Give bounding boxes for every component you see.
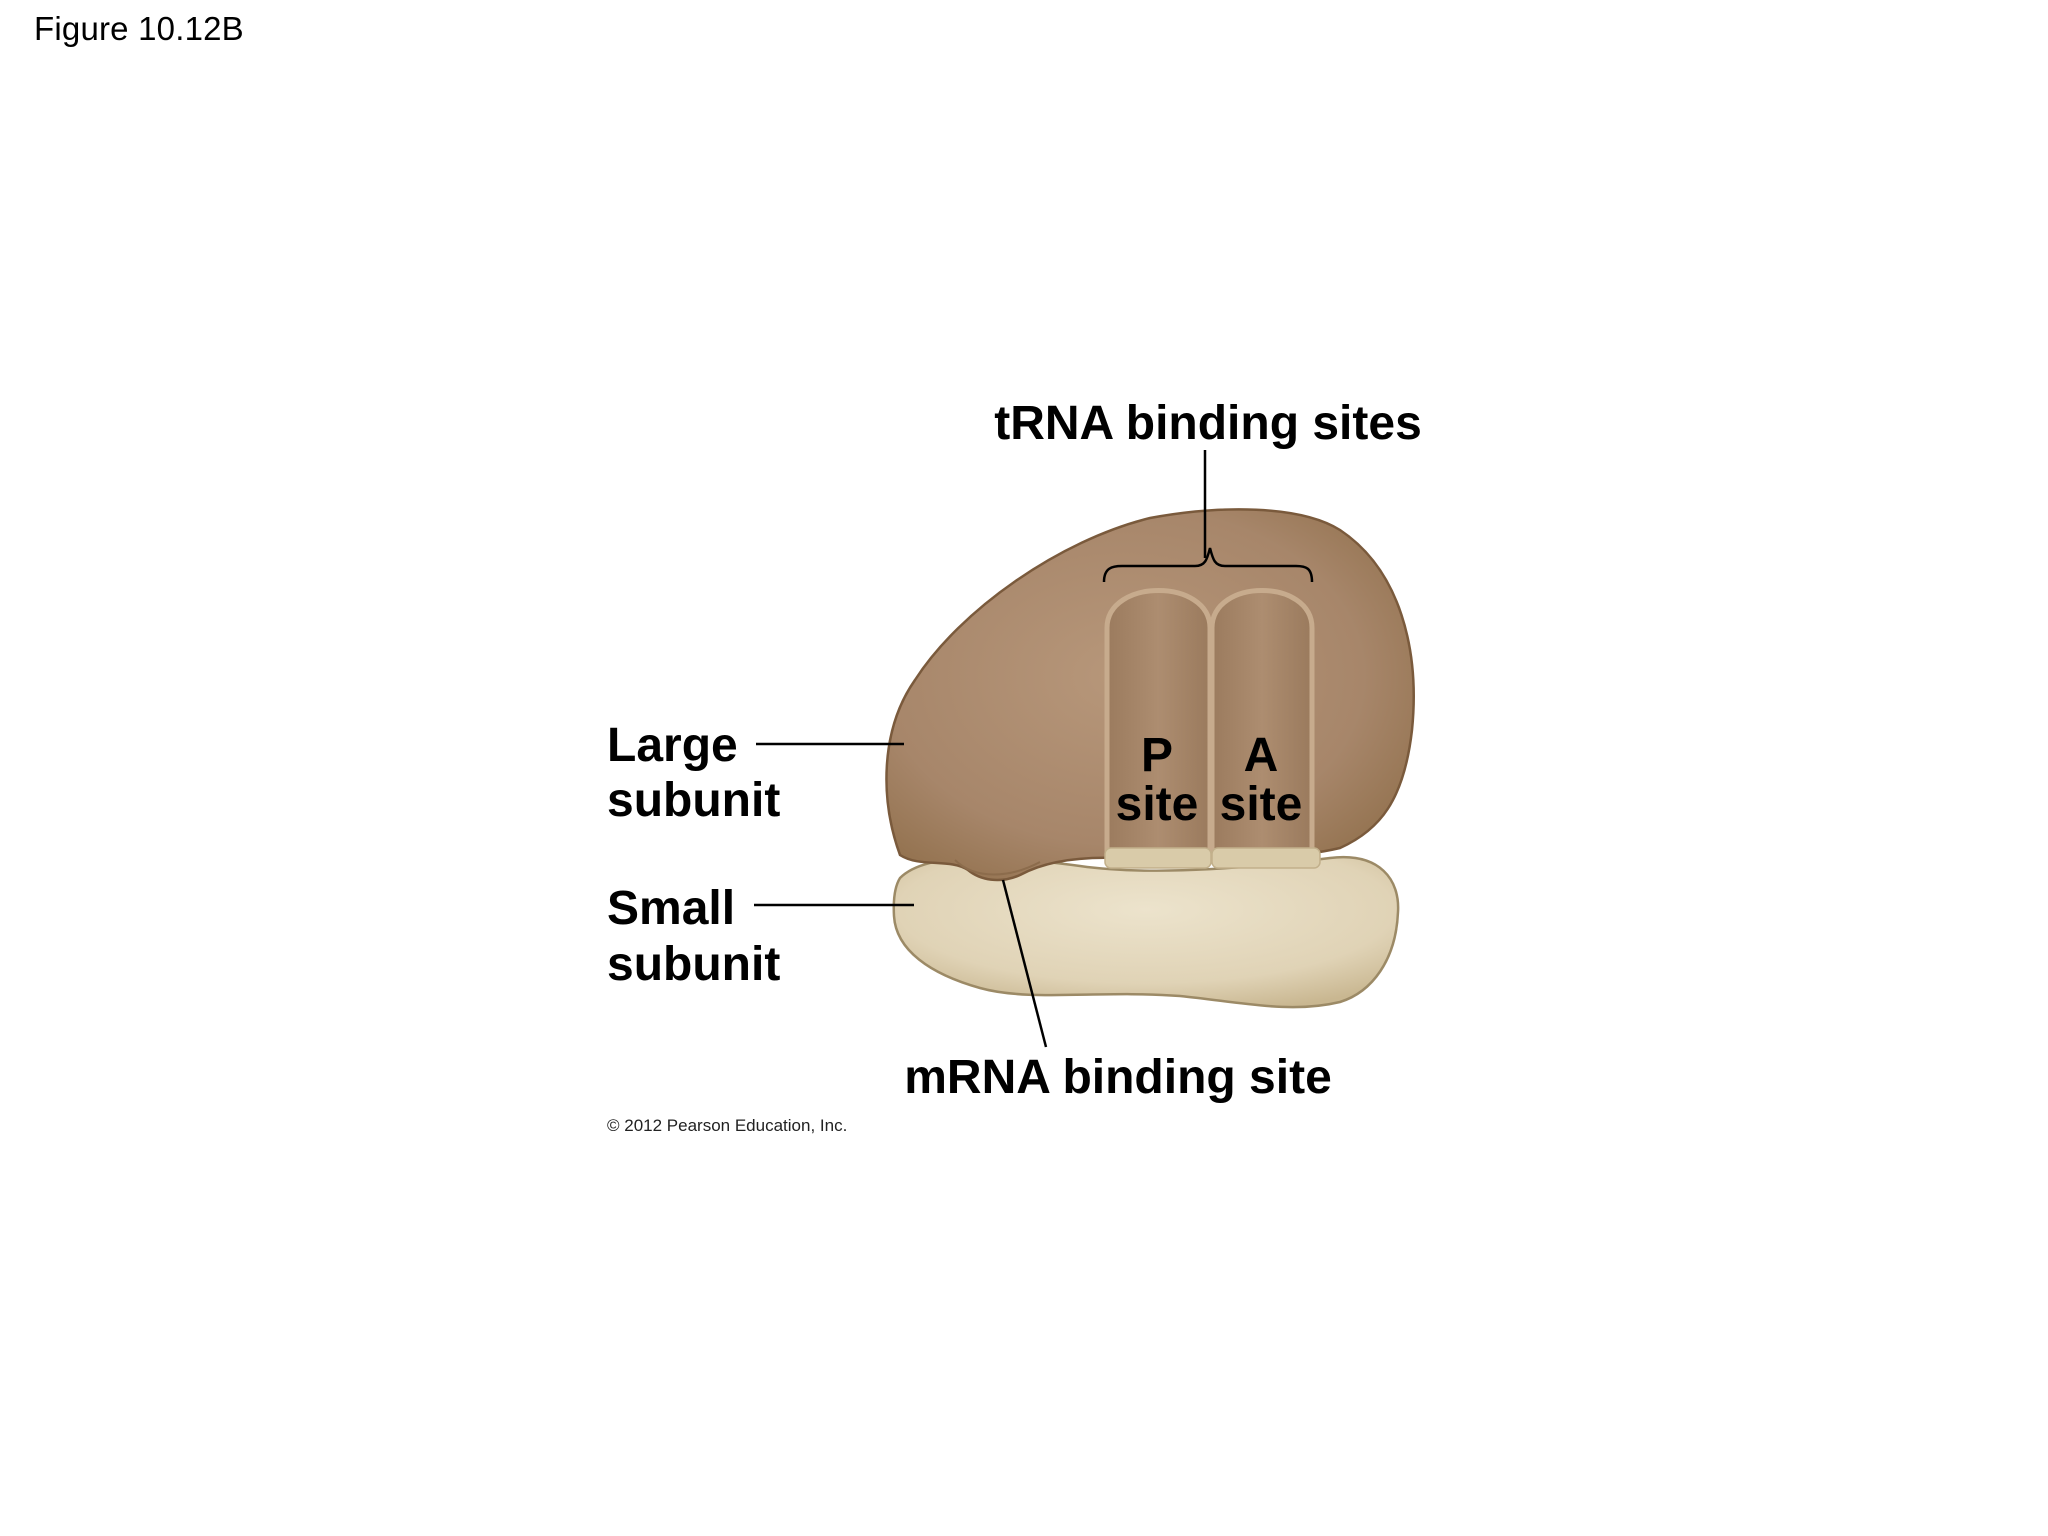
- figure-number: Figure 10.12B: [34, 10, 244, 47]
- small-subunit-label-line2: subunit: [607, 938, 780, 991]
- p-site-channel: [1104, 588, 1213, 861]
- mrna-site-leader: [1001, 879, 1048, 1048]
- a-site-label-line2: site: [1220, 778, 1303, 831]
- trna-sites-bracket: [1102, 547, 1314, 583]
- small-subunit-shape: [892, 855, 1400, 1009]
- copyright-notice: © 2012 Pearson Education, Inc.: [607, 1116, 847, 1135]
- large-subunit-label-line2: subunit: [607, 774, 780, 827]
- a-site-channel: [1209, 588, 1315, 861]
- p-site-label-line1: P: [1141, 729, 1173, 782]
- a-site-label-line1: A: [1244, 729, 1279, 782]
- mrna-binding-site-label: mRNA binding site: [904, 1051, 1332, 1104]
- p-site-floor: [1104, 847, 1212, 869]
- subunit-junction-fold: [954, 859, 1041, 876]
- p-site-label-line2: site: [1116, 778, 1199, 831]
- a-site-floor: [1211, 847, 1321, 869]
- large-subunit-label-line1: Large: [607, 719, 738, 772]
- trna-binding-sites-label: tRNA binding sites: [994, 397, 1422, 450]
- small-subunit-label-line1: Small: [607, 882, 735, 935]
